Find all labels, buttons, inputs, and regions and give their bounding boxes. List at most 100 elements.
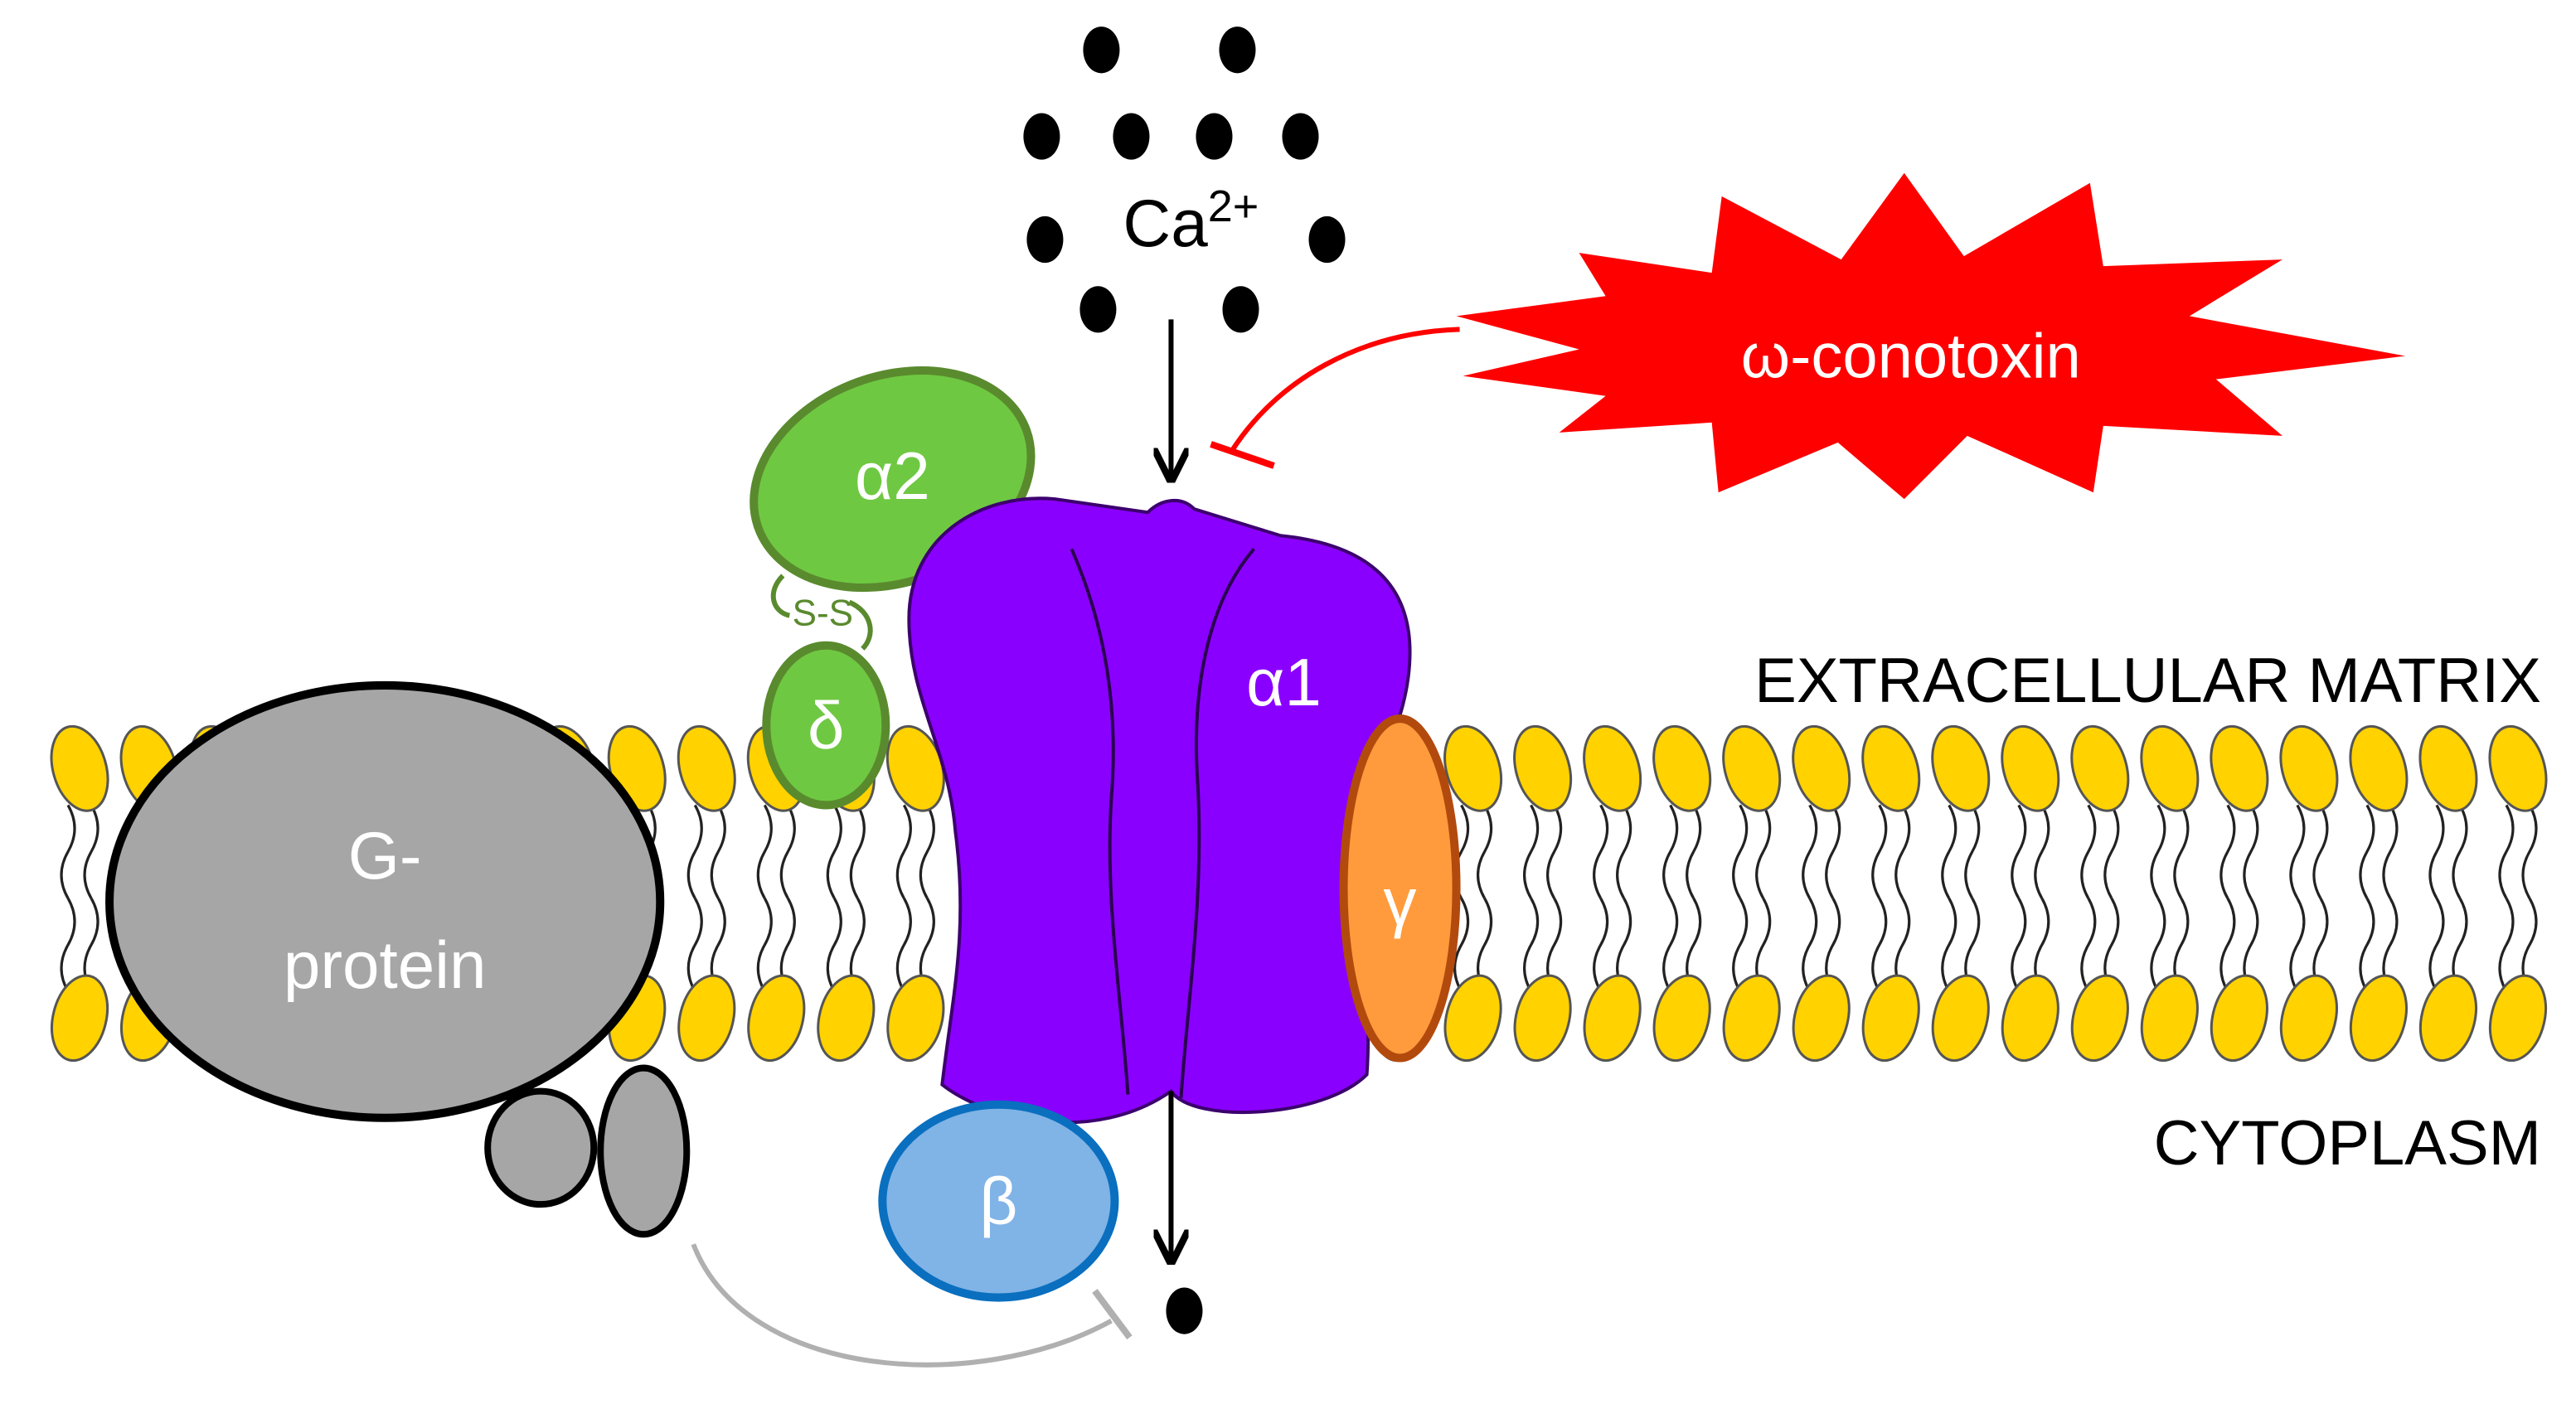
lipid-head [1443,974,1502,1063]
lipid-head [2001,724,2060,812]
calcium-label: Ca2+ [1123,182,1259,260]
alpha2-label: α2 [855,438,930,513]
lipid-tail-outer [686,804,703,899]
lipid-head [747,974,806,1063]
alpha1-label: α1 [1246,645,1322,719]
lipid-head [2349,724,2409,812]
lipid-tail-inner [60,898,76,993]
lipid-tail-outer [2289,804,2306,899]
calcium-ion [1079,286,1117,333]
calcium-ion-intracellular [1166,1287,1203,1334]
lipid-tail-inner [2011,898,2027,993]
lipid-tail-outer [779,804,796,899]
lipid-tail-inner [2359,898,2375,993]
lipid-tail-inner [2080,898,2097,993]
lipid-tail-outer [2498,804,2515,899]
calcium-ion [1219,27,1256,74]
calcium-ions-extracellular [1023,27,1346,333]
lipid-head [50,724,109,812]
calcium-ion [1308,215,1346,264]
toxin-inhibition-bar [1210,441,1275,469]
g-protein-inhibition-bar [1092,1289,1133,1340]
lipid-head [1513,974,1572,1063]
lipid-tail-inner [2498,898,2515,993]
calcium-ion [1282,113,1319,160]
gamma-subunit: γ [1339,714,1461,1063]
disulfide-bridge: S-S [770,574,873,651]
lipid-head [2210,974,2268,1063]
lipid-tail-inner [1871,898,1888,993]
lipid-tail-outer [919,804,935,899]
lipid-tail-outer [2150,804,2166,899]
lipid-head [1792,724,1851,812]
lipid-tail-inner [2219,898,2236,993]
lipid-tail-outer [2219,804,2236,899]
lipid-head [1861,724,1921,812]
calcium-ion [1222,286,1259,333]
calcium-ion [1083,27,1120,74]
lipid-tail-outer [756,804,773,899]
lipid-tail-outer [710,804,726,899]
lipid-tail-outer [1941,804,1957,899]
lipid-tail-outer [1616,804,1632,899]
lipid-head [2349,974,2408,1063]
lipid-head [1931,724,1991,812]
lipid-head [2418,974,2477,1063]
calcium-ion [1023,113,1060,160]
lipid-head [2001,974,2059,1063]
lipid-tail-outer [1964,804,1981,899]
beta-subunit: β [878,1100,1119,1302]
lipid-tail-inner [1522,898,1540,993]
lipid-tail-inner [1453,898,1470,993]
lipid-tail-outer [895,804,912,899]
toxin-label: ω-conotoxin [1741,322,2081,392]
disulfide-label: S-S [793,593,853,634]
calcium-ion [1113,113,1150,160]
lipid-tail-outer [1871,804,1888,899]
lipid-tail-inner [1593,898,1609,993]
lipid-tail-outer [1686,804,1702,899]
g-protein-beta-gamma-right [597,1064,691,1238]
lipid-head [51,974,109,1063]
lipid-tail-outer [60,804,76,899]
delta-ellipse [762,641,890,810]
lipid-tail-inner [2428,898,2445,993]
lipid-head [2279,974,2338,1063]
lipid-head [2140,724,2200,812]
lipid-tail-outer [83,804,99,899]
lipid-head [2140,974,2199,1063]
lipid-head [677,974,736,1063]
lipid-tail-inner [1941,898,1957,993]
lipid-head [2279,724,2339,812]
lipid-tail-outer [2243,804,2259,899]
lipid-tail-outer [2359,804,2375,899]
lipid-tail-outer [1755,804,1772,899]
lipid-tail-outer [826,804,842,899]
lipid-head [1652,724,1712,812]
lipid-head [1513,724,1573,812]
lipid-tail-outer [2103,804,2120,899]
disulfide-bond-right [848,599,873,651]
lipid-tail-outer [2011,804,2027,899]
cytoplasm-label: CYTOPLASM [2154,1108,2541,1179]
lipid-head [1722,974,1781,1063]
lipid-tail-outer [1593,804,1609,899]
lipid-tail-outer [849,804,866,899]
g-protein-complex: G- protein [105,680,691,1238]
lipid-head [1931,974,1990,1063]
delta-label: δ [808,688,845,763]
lipid-tail-outer [1476,804,1493,899]
g-protein-inhibition-line [691,1243,1113,1368]
lipid-tail-outer [2312,804,2329,899]
gamma-ellipse [1339,714,1461,1063]
disulfide-bond-left [770,574,791,618]
extracellular-label: EXTRACELLULAR MATRIX [1754,646,2541,716]
lipid-head [817,974,876,1063]
lipid-tail-outer [2382,804,2399,899]
g-protein-label-line2: protein [284,927,487,1002]
lipid-tail-inner [1732,898,1749,993]
delta-subunit: δ [762,641,890,810]
lipid-tail-outer [1546,804,1563,899]
lipid-tail-outer [1825,804,1841,899]
